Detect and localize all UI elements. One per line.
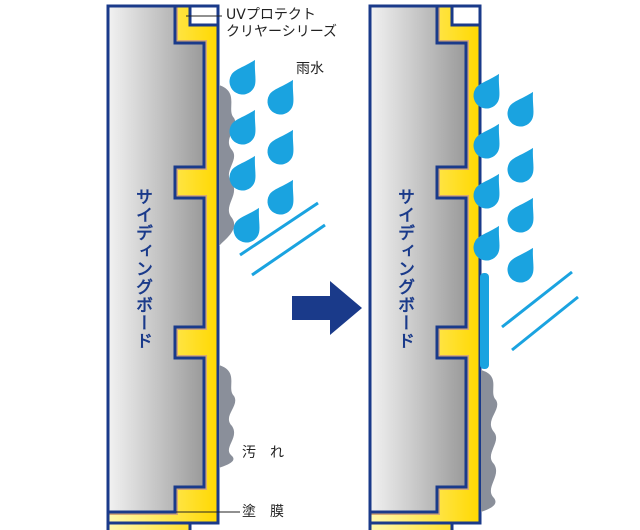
- arrow-icon: [292, 281, 362, 335]
- rain-label: 雨水: [296, 61, 324, 77]
- board-label-right: サイディングボード: [394, 188, 414, 350]
- left-dirt: [219, 85, 236, 468]
- right-siding-board: [368, 4, 482, 530]
- right-dirt: [481, 370, 498, 512]
- coating-label-line2: クリヤーシリーズ: [226, 24, 338, 40]
- left-rain-drops: [224, 53, 305, 248]
- coating-label-line1: UVプロテクト: [226, 7, 316, 23]
- leader-lines: [176, 15, 240, 513]
- water-sheet: [480, 273, 489, 369]
- film-label: 塗 膜: [242, 504, 284, 520]
- dirt-label: 汚 れ: [242, 445, 284, 461]
- left-siding-board: [106, 4, 220, 530]
- rain-streaks: [239, 201, 579, 352]
- board-label-left: サイディングボード: [132, 188, 152, 350]
